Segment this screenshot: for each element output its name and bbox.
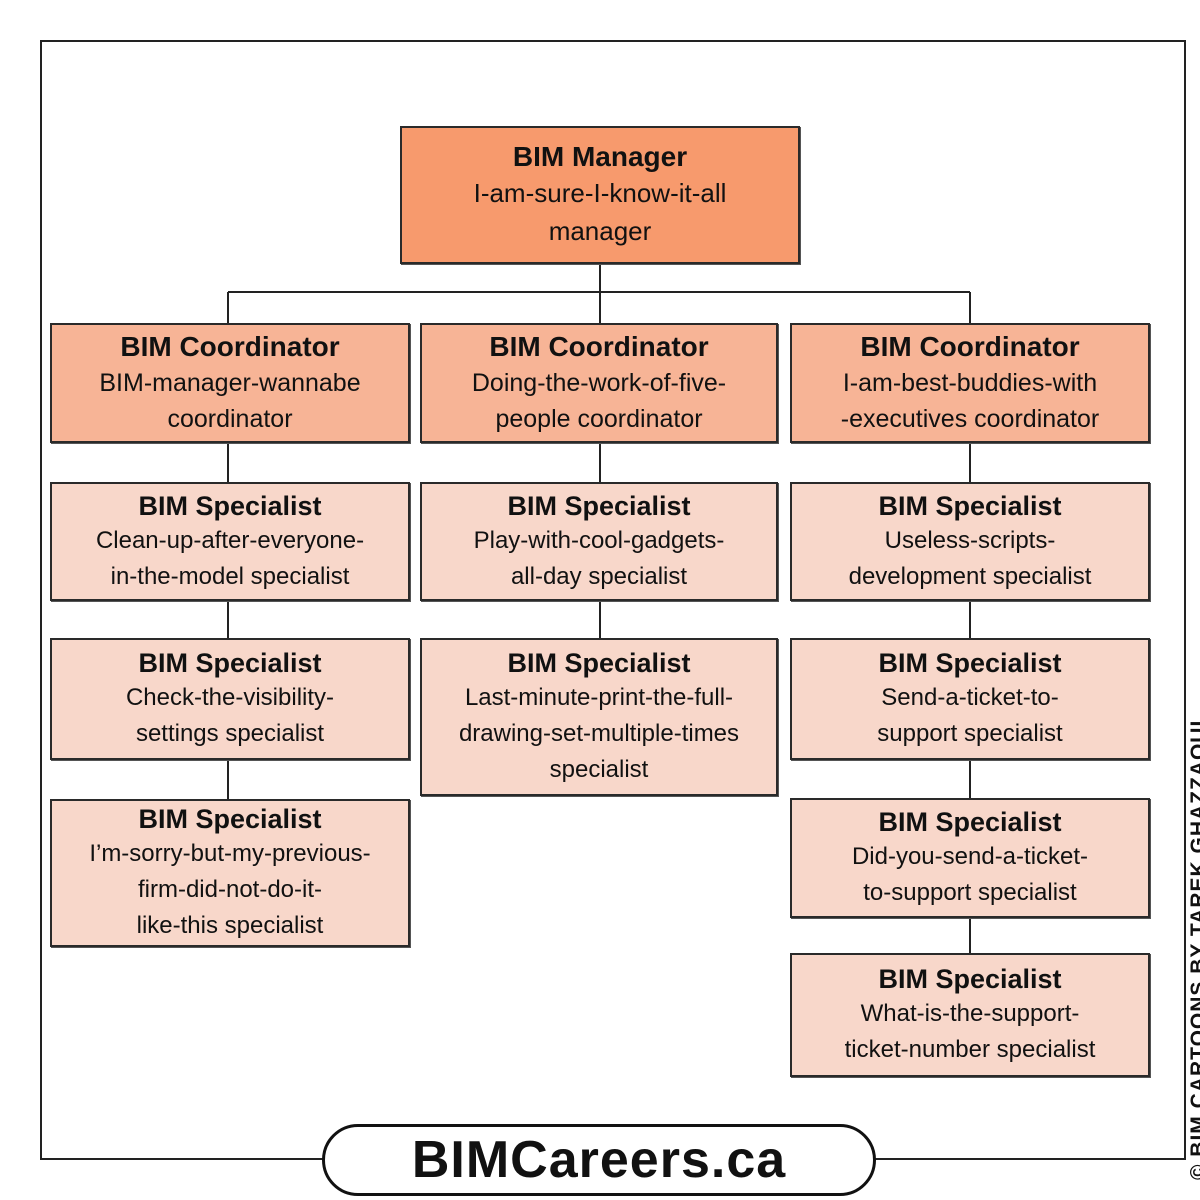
specialist-role: BIM Specialist (507, 490, 691, 521)
manager-description: I-am-sure-I-know-it-all manager (473, 178, 727, 246)
specialist-role: BIM Specialist (138, 490, 322, 521)
specialist-role: BIM Specialist (138, 648, 322, 678)
specialist-role: BIM Specialist (878, 964, 1062, 994)
specialist-description: Last-minute-print-the-full- drawing-set-… (458, 684, 740, 783)
specialist-role: BIM Specialist (878, 807, 1062, 837)
specialist-description: Send-a-ticket-to- support specialist (877, 684, 1063, 747)
specialist-box-middle-2: BIM Specialist Last-minute-print-the-ful… (420, 638, 778, 796)
specialist-box-left-3: BIM Specialist I’m-sorry-but-my-previous… (50, 799, 410, 947)
manager-box: BIM Manager I-am-sure-I-know-it-all mana… (400, 126, 800, 264)
specialist-description: I’m-sorry-but-my-previous- firm-did-not-… (89, 840, 371, 939)
manager-role: BIM Manager (512, 141, 688, 172)
specialist-description: Play-with-cool-gadgets- all-day speciali… (473, 526, 725, 590)
coordinator-description: Doing-the-work-of-five- people coordinat… (471, 369, 727, 433)
specialist-role: BIM Specialist (507, 648, 691, 678)
coordinator-box-left: BIM Coordinator BIM-manager-wannabe coor… (50, 323, 410, 443)
coordinator-role: BIM Coordinator (489, 331, 709, 362)
specialist-description: Useless-scripts- development specialist (848, 526, 1092, 590)
specialist-role: BIM Specialist (878, 490, 1062, 521)
specialist-role: BIM Specialist (138, 804, 322, 834)
copyright-credit: © BIM CARTOONS BY TAREK GHAZZAOUI (1187, 719, 1200, 1180)
specialist-box-middle-1: BIM Specialist Play-with-cool-gadgets- a… (420, 482, 778, 601)
specialist-description: Clean-up-after-everyone- in-the-model sp… (95, 526, 365, 590)
coordinator-description: I-am-best-buddies-with -executives coord… (840, 369, 1100, 433)
specialist-description: Did-you-send-a-ticket- to-support specia… (851, 843, 1089, 906)
coordinator-description: BIM-manager-wannabe coordinator (99, 369, 361, 433)
coordinator-box-right: BIM Coordinator I-am-best-buddies-with -… (790, 323, 1150, 443)
specialist-role: BIM Specialist (878, 648, 1062, 678)
specialist-box-right-4: BIM Specialist What-is-the-support- tick… (790, 953, 1150, 1077)
specialist-box-right-1: BIM Specialist Useless-scripts- developm… (790, 482, 1150, 601)
specialist-description: Check-the-visibility- settings specialis… (125, 684, 335, 747)
specialist-box-left-2: BIM Specialist Check-the-visibility- set… (50, 638, 410, 760)
specialist-box-right-2: BIM Specialist Send-a-ticket-to- support… (790, 638, 1150, 760)
specialist-description: What-is-the-support- ticket-number speci… (844, 1000, 1096, 1063)
coordinator-role: BIM Coordinator (860, 331, 1080, 362)
coordinator-box-middle: BIM Coordinator Doing-the-work-of-five- … (420, 323, 778, 443)
specialist-box-left-1: BIM Specialist Clean-up-after-everyone- … (50, 482, 410, 601)
brand-logo-badge: BIMCareers.ca (322, 1124, 876, 1196)
coordinator-role: BIM Coordinator (120, 331, 340, 362)
specialist-box-right-3: BIM Specialist Did-you-send-a-ticket- to… (790, 798, 1150, 918)
